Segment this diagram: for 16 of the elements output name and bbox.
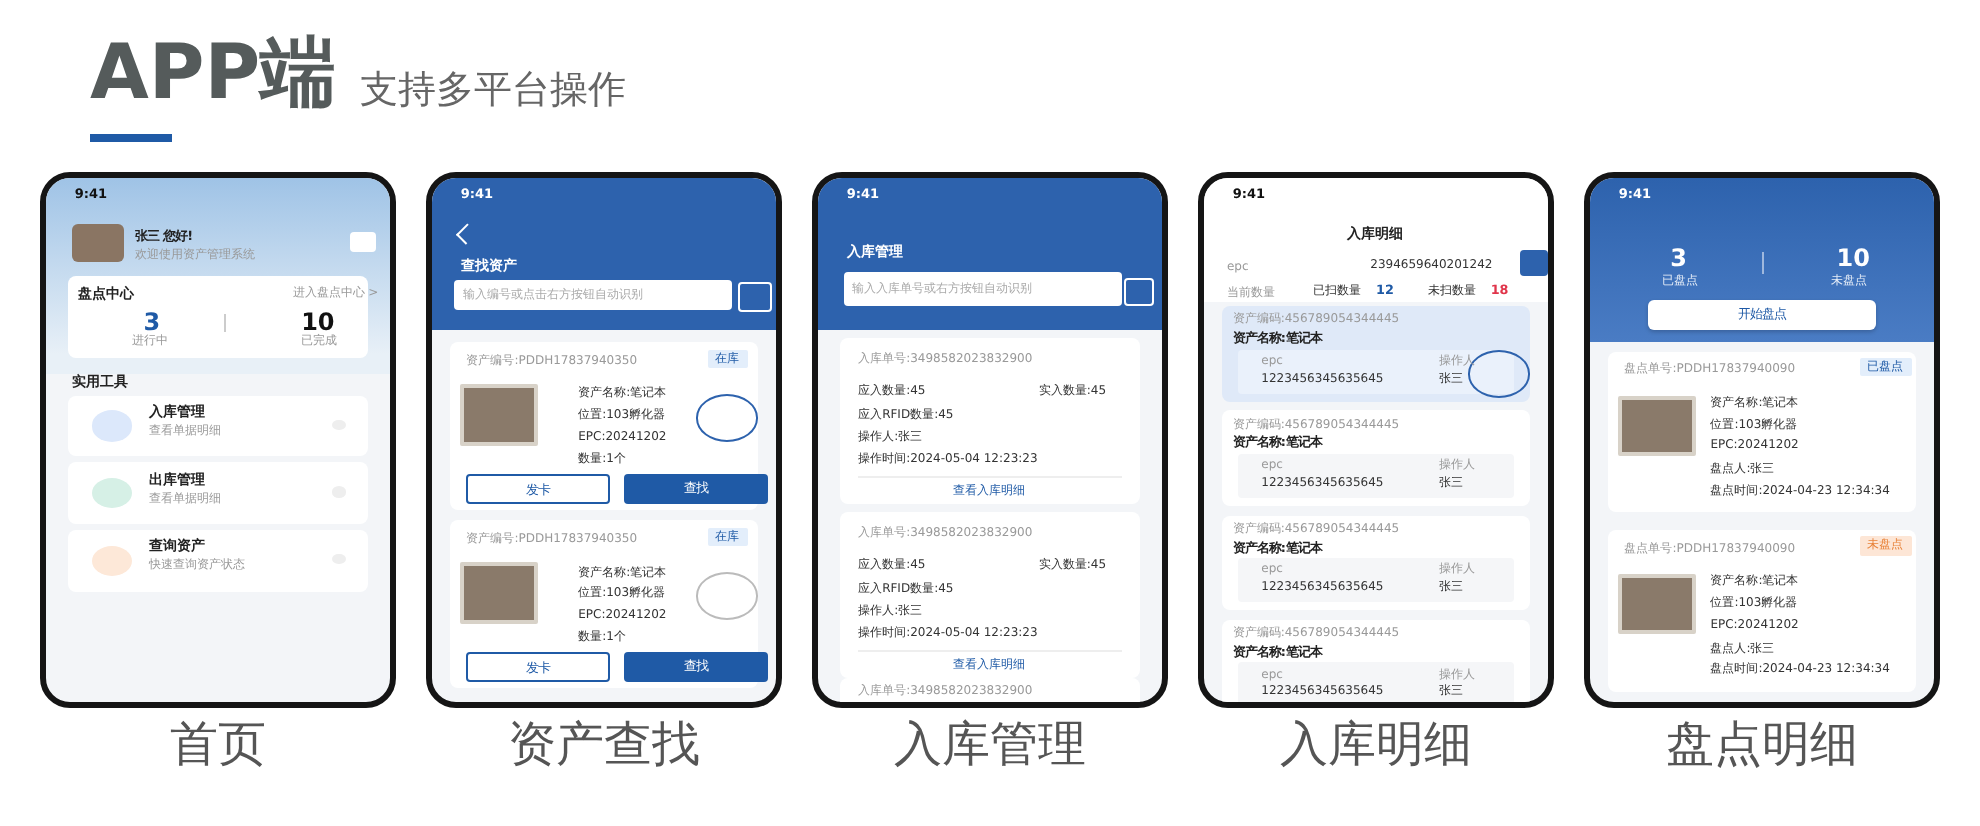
count-number: 10 (301, 308, 335, 337)
phone-mockup (40, 172, 396, 708)
phone-mockup (1198, 172, 1554, 708)
phone-mockup (426, 172, 782, 708)
count-number: 3 (1670, 243, 1687, 272)
screen-caption: 入库管理 (892, 716, 1088, 774)
screen-caption: 资产查找 (506, 716, 702, 774)
screen-caption: 盘点明细 (1664, 716, 1860, 774)
phone-mockup (812, 172, 1168, 708)
phone-mockup (1584, 172, 1940, 708)
page-subtitle: 支持多平台操作 (360, 68, 626, 114)
screen-caption: 首页 (168, 716, 268, 774)
screen-caption: 入库明细 (1278, 716, 1474, 774)
page-title: APP端 (90, 28, 337, 120)
count-number: 3 (143, 308, 161, 337)
count-number: 10 (1836, 243, 1870, 272)
